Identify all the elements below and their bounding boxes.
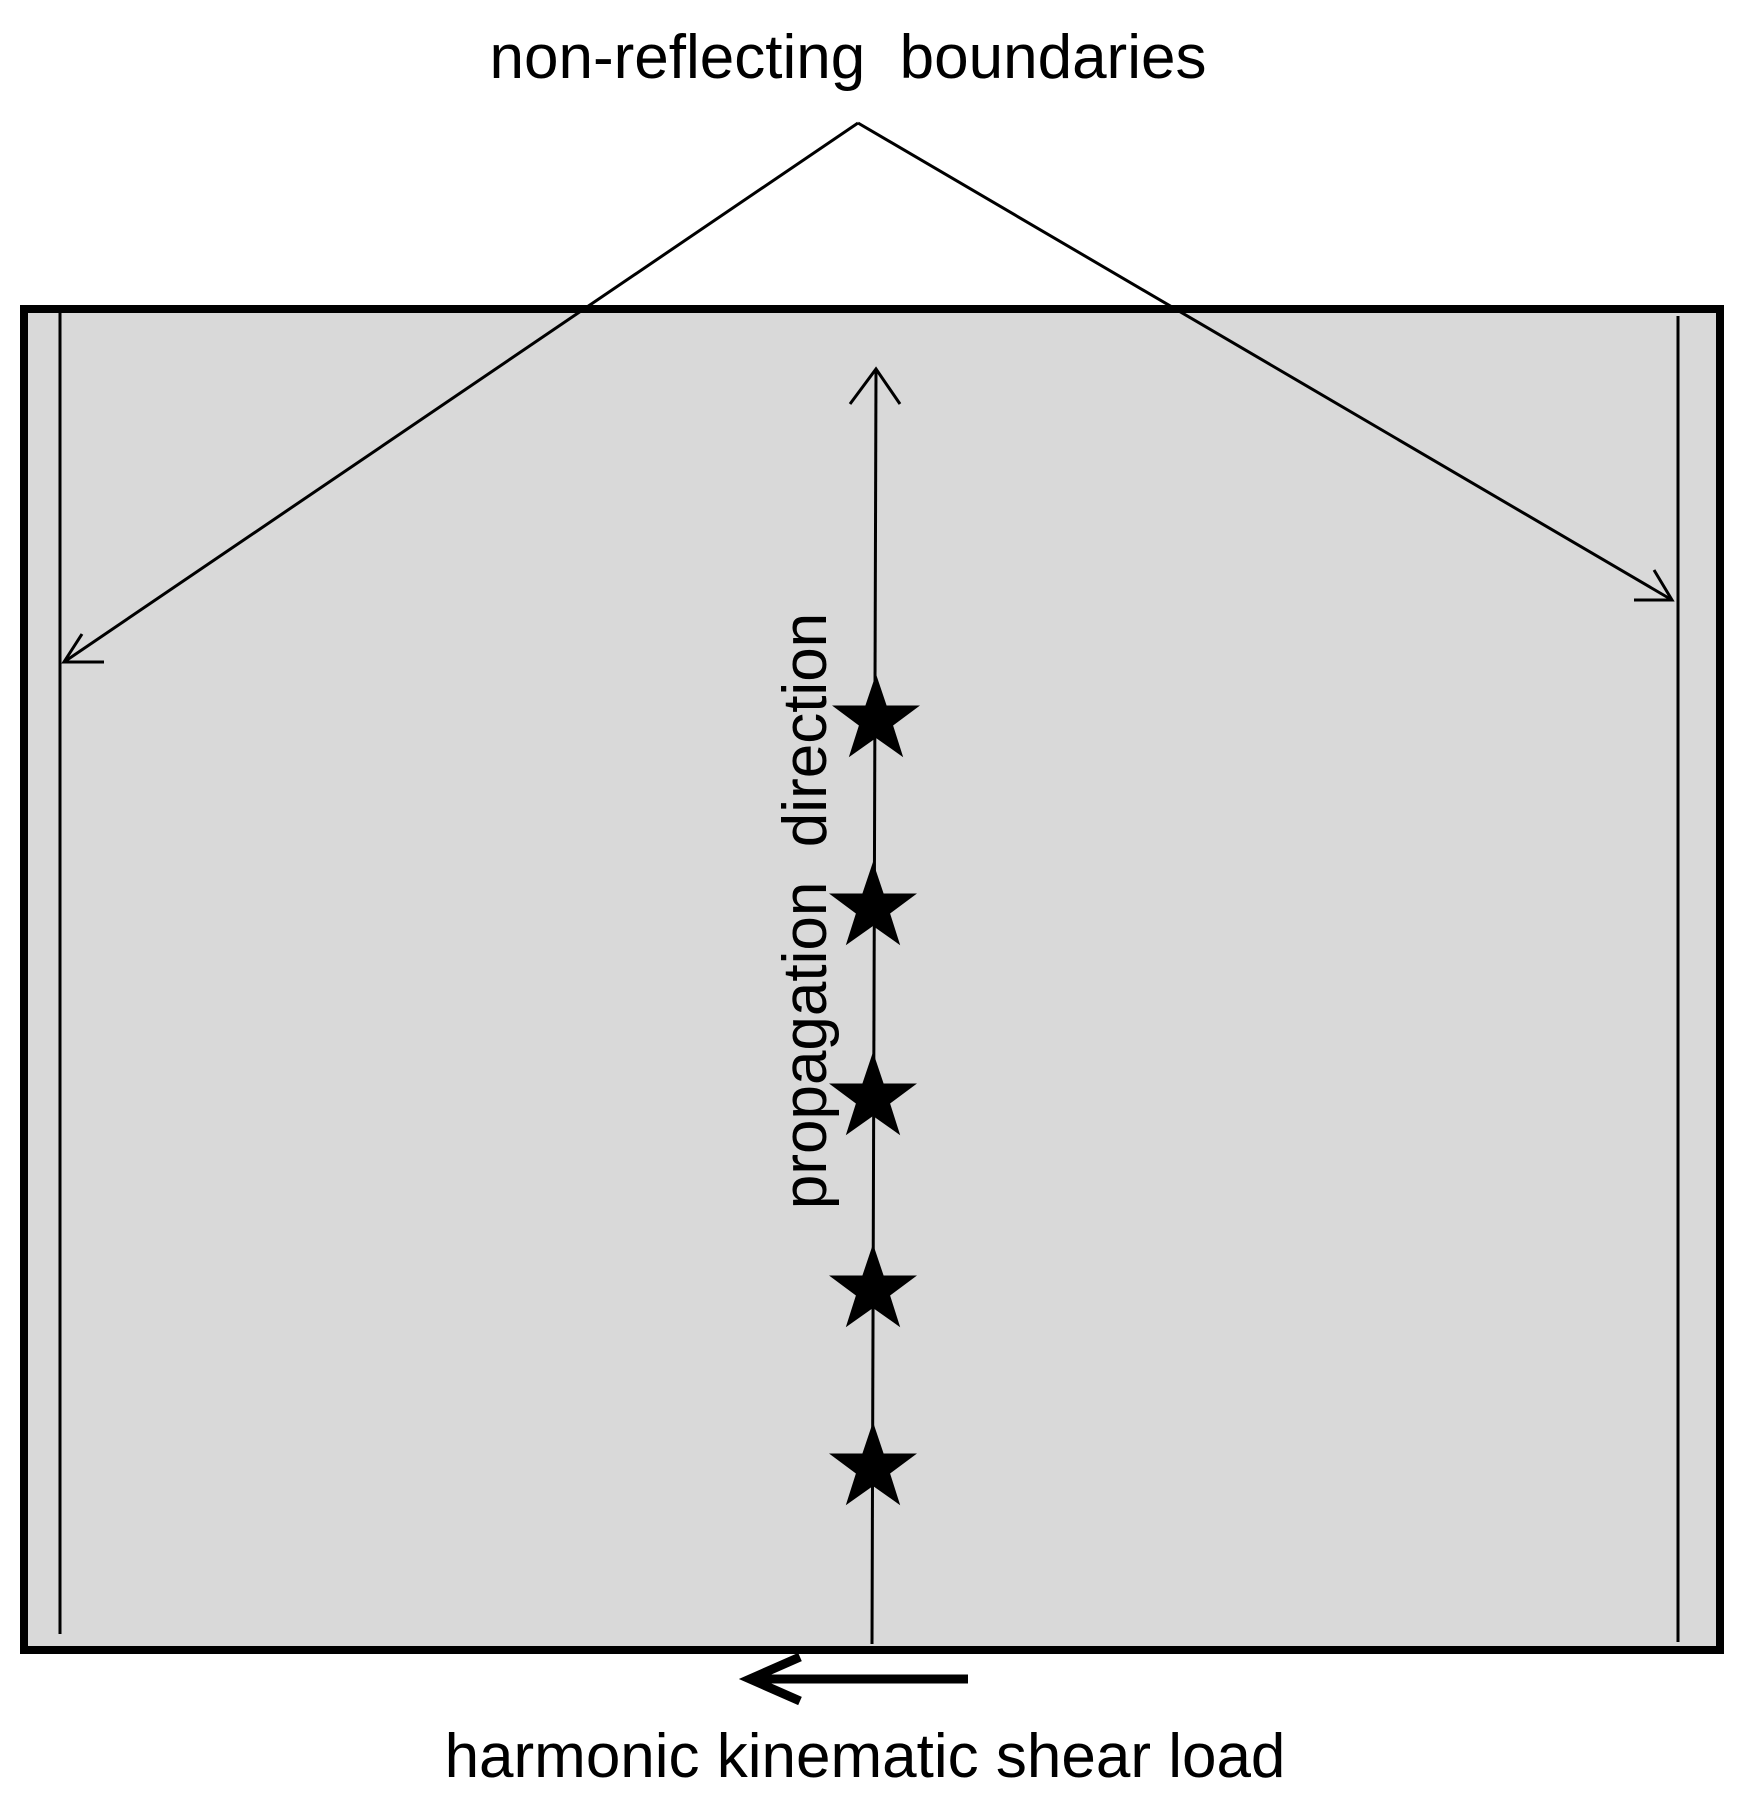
shear-load-arrow-icon (738, 1652, 968, 1706)
load-label: harmonic kinematic shear load (445, 1722, 1286, 1791)
propagation-label: propagation direction (771, 613, 840, 1209)
boundary-label: non-reflecting boundaries (490, 23, 1207, 92)
leader-arrow-left (61, 121, 859, 664)
leader-arrow-right (857, 121, 1675, 602)
